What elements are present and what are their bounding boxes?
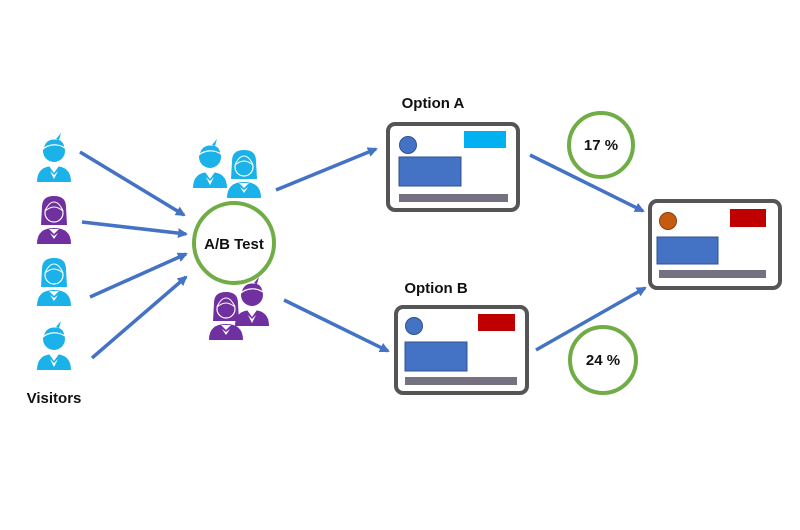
option-a-card bbox=[386, 122, 520, 212]
option-b-footer-bar bbox=[405, 377, 517, 385]
option-b-label: Option B bbox=[404, 280, 467, 297]
option-a-footer-bar bbox=[399, 194, 508, 202]
option-b-content-block bbox=[404, 341, 468, 372]
visitor-icon-2 bbox=[36, 195, 72, 245]
visitor-icon-3 bbox=[36, 257, 72, 307]
result-content-block bbox=[656, 236, 719, 265]
rate-b-circle bbox=[568, 325, 638, 395]
rate-a-label: 17 % bbox=[584, 137, 618, 154]
arrows-visitors-to-test bbox=[79, 150, 188, 360]
option-a-label: Option A bbox=[402, 95, 465, 112]
result-button-icon bbox=[730, 209, 766, 227]
arrows-test-to-options bbox=[275, 147, 390, 353]
ab-test-circle bbox=[192, 201, 276, 285]
ab-test-label: A/B Test bbox=[204, 236, 264, 253]
option-a-button-icon bbox=[464, 131, 506, 148]
people-group-icon-top bbox=[192, 138, 262, 199]
arrows-options-to-result bbox=[529, 153, 647, 352]
rate-b-label: 24 % bbox=[586, 352, 620, 369]
result-avatar-icon bbox=[659, 212, 677, 230]
visitor-icon-4 bbox=[36, 320, 72, 371]
result-card bbox=[648, 199, 782, 290]
people-group-icon-bottom bbox=[208, 276, 270, 341]
result-footer-bar bbox=[659, 270, 766, 278]
option-b-button-icon bbox=[478, 314, 515, 331]
option-b-avatar-icon bbox=[405, 317, 423, 335]
visitors-label: Visitors bbox=[27, 390, 82, 407]
option-a-content-block bbox=[398, 156, 462, 187]
option-b-card bbox=[394, 305, 529, 395]
rate-a-circle bbox=[567, 111, 635, 179]
option-a-avatar-icon bbox=[399, 136, 417, 154]
visitor-icon-1 bbox=[36, 132, 72, 183]
